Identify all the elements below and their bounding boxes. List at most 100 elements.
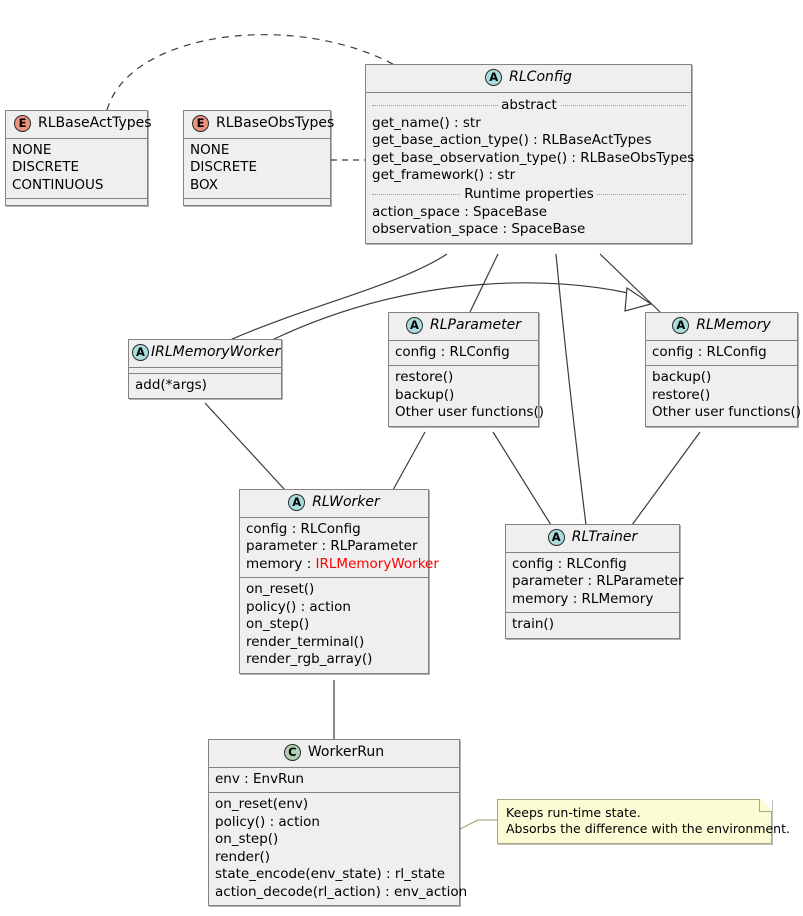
class-workerrun[interactable]: C WorkerRun env : EnvRun on_reset(env) po… <box>208 739 468 906</box>
abstract-badge-icon: A <box>672 317 690 334</box>
method: policy() : action <box>215 813 320 830</box>
abstract-badge-icon: A <box>406 317 423 334</box>
enum-badge-icon: E <box>192 115 209 132</box>
method: restore() <box>395 369 454 385</box>
class-title: RLConfig <box>509 69 572 85</box>
section-divider-runtime: Runtime properties <box>372 185 686 203</box>
method: get_framework() : str <box>372 167 516 183</box>
class-title: RLBaseObsTypes <box>216 115 335 131</box>
class-rlbaseacttypes[interactable]: E RLBaseActTypes NONE DISCRETE CONTINUOUS <box>5 110 152 206</box>
edge-rlconfig-rltrainer <box>555 253 587 526</box>
note-workerrun[interactable]: Keeps run-time state. Absorbs the differ… <box>497 799 790 844</box>
method: on_reset(env) <box>215 796 309 812</box>
class-title: RLMemory <box>696 317 771 333</box>
method: get_base_action_type() : RLBaseActTypes <box>372 132 652 148</box>
class-rlmemory[interactable]: A RLMemory config : RLConfig backup() res… <box>645 312 801 427</box>
method: on_step() <box>215 831 279 847</box>
attribute-memory-type: IRLMemoryWorker <box>315 555 439 572</box>
attribute: config : RLConfig <box>652 343 767 360</box>
attributes: config : RLConfig parameter : RLParamete… <box>506 553 684 613</box>
methods: on_reset() policy() : action on_step() r… <box>240 578 428 673</box>
enum-methods-empty <box>6 199 147 205</box>
method: get_name() : str <box>372 114 481 131</box>
enum-value: CONTINUOUS <box>12 176 104 193</box>
attribute: parameter : RLParameter <box>246 538 418 554</box>
class-header: A RLWorker <box>240 490 428 518</box>
edge-rlconfig-rlmemory <box>599 253 661 313</box>
class-rlbaseobstypes[interactable]: E RLBaseObsTypes NONE DISCRETE BOX <box>183 110 334 206</box>
class-rlworker[interactable]: A RLWorker config : RLConfig parameter : … <box>239 489 439 674</box>
enum-methods-empty <box>184 199 330 205</box>
enum-badge-icon: E <box>14 115 31 132</box>
attribute: config : RLConfig <box>512 555 627 572</box>
abstract-badge-icon: A <box>288 494 306 511</box>
attributes: config : RLConfig <box>646 341 797 366</box>
methods: restore() backup() Other user functions(… <box>389 366 545 426</box>
method: render() <box>215 848 271 865</box>
attribute-memory: memory : IRLMemoryWorker <box>246 555 439 574</box>
attribute: memory : RLMemory <box>512 590 654 607</box>
enum-value: DISCRETE <box>190 159 258 175</box>
methods: backup() restore() Other user functions(… <box>646 366 801 426</box>
abstract-badge-icon: A <box>485 69 503 86</box>
method: restore() <box>652 386 711 403</box>
class-title: IRLMemoryWorker <box>151 344 281 360</box>
class-title: RLParameter <box>430 317 521 333</box>
note-fold-corner-icon <box>759 799 772 812</box>
attributes: env : EnvRun <box>209 768 459 793</box>
attribute-memory-prefix: memory : <box>246 555 316 572</box>
enum-value: BOX <box>190 176 219 193</box>
method: backup() <box>395 386 455 403</box>
enum-value: DISCRETE <box>12 159 80 175</box>
methods: train() <box>506 613 679 638</box>
edge-rlmemory-rltrainer <box>631 431 701 526</box>
method: on_step() <box>246 616 310 632</box>
methods: add(*args) <box>129 374 281 399</box>
rlconfig-members: abstract get_name() : str get_base_actio… <box>366 93 695 243</box>
class-badge-icon: C <box>283 744 301 761</box>
enum-values: NONE DISCRETE CONTINUOUS <box>6 139 147 199</box>
class-header: A RLConfig <box>366 65 691 93</box>
method: action_decode(rl_action) : env_action <box>215 883 468 900</box>
note-line: Absorbs the difference with the environm… <box>506 821 790 836</box>
edge-rlparameter-rlworker <box>392 431 426 491</box>
edge-rlconfig-rlparameter <box>469 253 499 313</box>
note-line: Keeps run-time state. <box>506 805 641 820</box>
class-title: RLBaseActTypes <box>38 115 152 131</box>
edge-irlmemoryworker-rlworker <box>204 402 286 491</box>
abstract-badge-icon: A <box>547 529 565 546</box>
attribute: action_space : SpaceBase <box>372 203 548 220</box>
method: train() <box>512 616 554 632</box>
method: Other user functions() <box>395 404 545 420</box>
attribute: env : EnvRun <box>215 770 304 787</box>
attribute: parameter : RLParameter <box>512 573 684 589</box>
attribute: config : RLConfig <box>246 520 361 537</box>
class-header: E RLBaseObsTypes <box>184 111 334 139</box>
class-rlparameter[interactable]: A RLParameter config : RLConfig restore()… <box>388 312 545 427</box>
class-header: A RLParameter <box>389 313 538 341</box>
method: get_base_observation_type() : RLBaseObsT… <box>372 149 695 166</box>
class-title: WorkerRun <box>307 744 385 760</box>
method: on_reset() <box>246 581 315 597</box>
method: backup() <box>652 369 712 385</box>
enum-values: NONE DISCRETE BOX <box>184 139 330 199</box>
method: state_encode(env_state) : rl_state <box>215 866 446 882</box>
method: render_rgb_array() <box>246 651 373 667</box>
enum-value: NONE <box>12 141 52 158</box>
attribute: config : RLConfig <box>395 343 510 360</box>
method: policy() : action <box>246 598 351 615</box>
edge-rlparameter-rltrainer <box>492 431 552 526</box>
method: add(*args) <box>135 376 207 393</box>
methods: on_reset(env) policy() : action on_step(… <box>209 793 468 905</box>
class-rlconfig[interactable]: A RLConfig abstract get_name() : str get_… <box>365 64 695 244</box>
class-title: RLWorker <box>312 494 380 510</box>
class-header: E RLBaseActTypes <box>6 111 152 139</box>
attributes: config : RLConfig <box>389 341 538 366</box>
abstract-badge-icon: A <box>132 344 149 361</box>
generalization-arrowhead-rlmemory <box>624 286 653 312</box>
